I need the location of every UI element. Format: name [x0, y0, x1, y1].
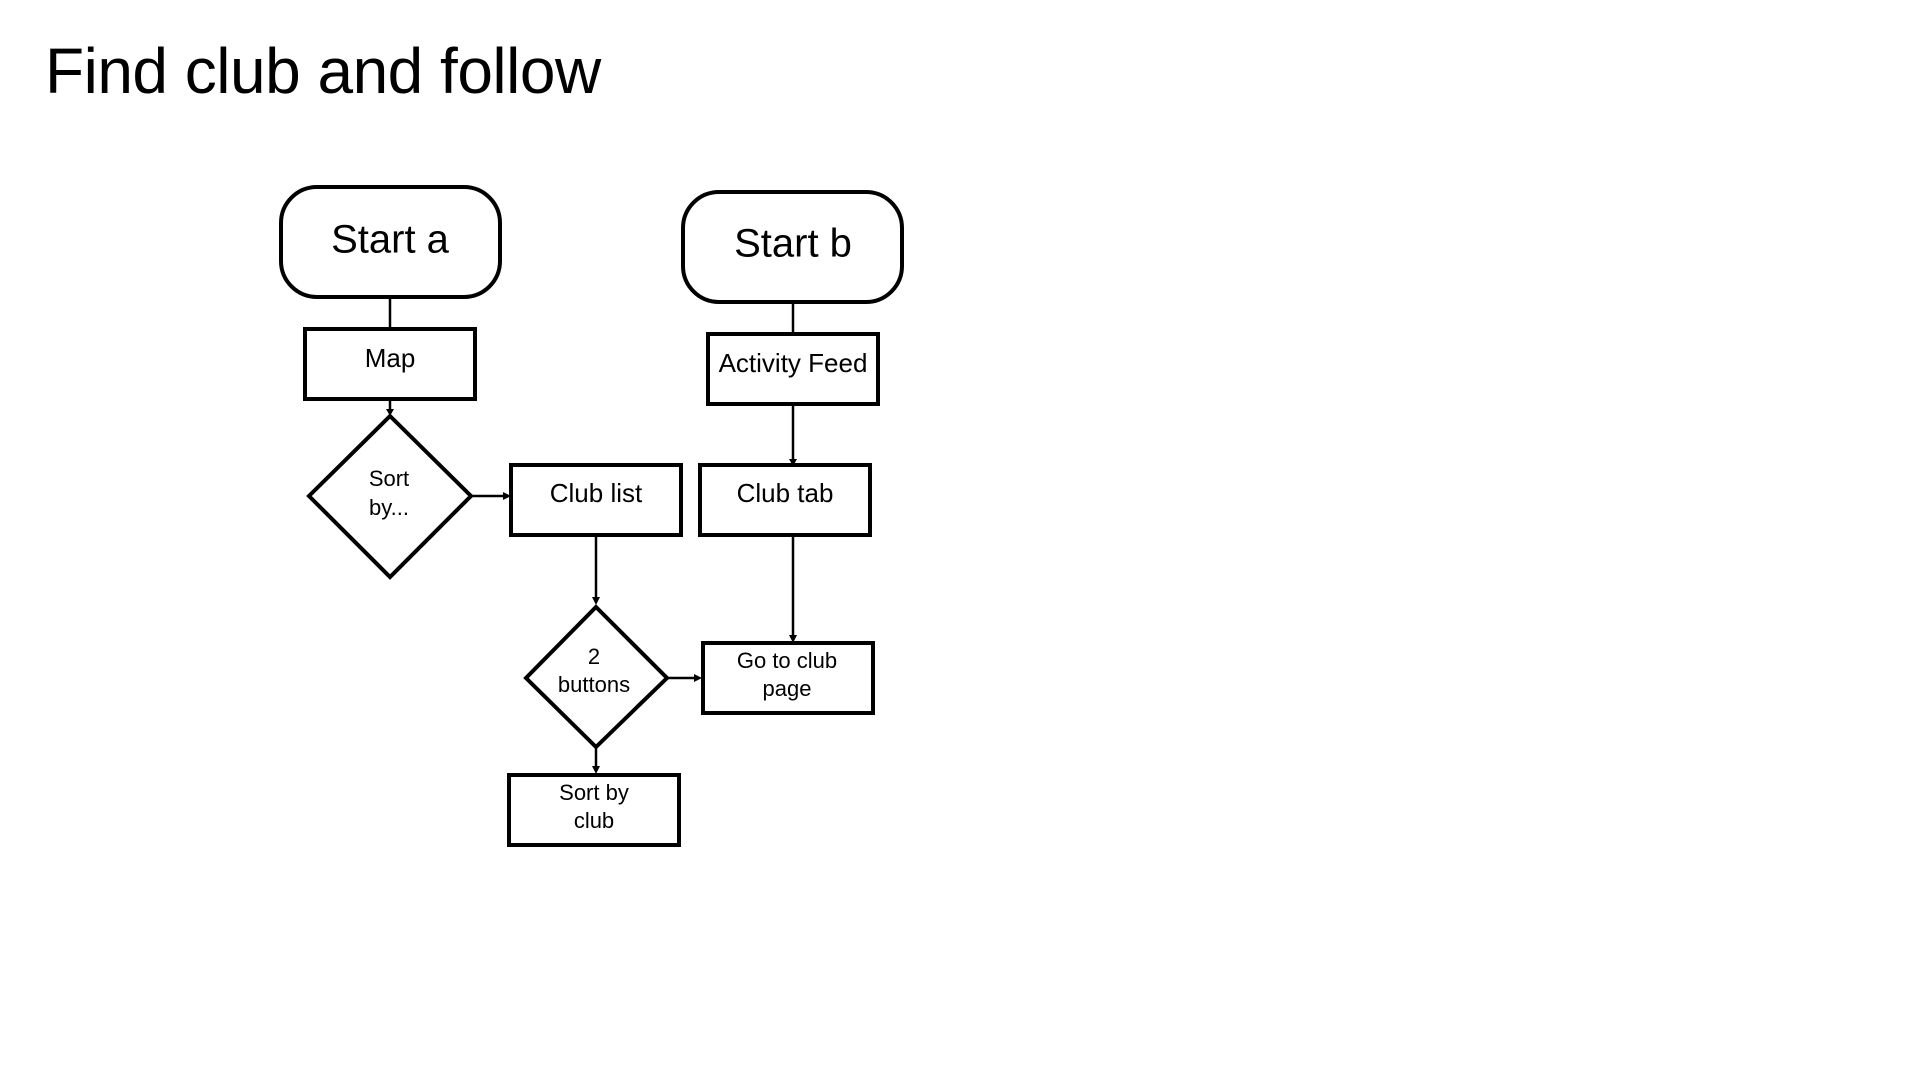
process-shape — [507, 773, 681, 847]
node-map: Map — [303, 327, 477, 401]
node-sort-by-club: Sort by club — [507, 773, 681, 847]
arrowhead — [503, 492, 511, 500]
node-label: Start a — [331, 218, 450, 262]
page-title: Find club and follow — [45, 35, 601, 107]
arrowhead — [694, 674, 702, 682]
connectors — [386, 297, 797, 774]
node-start-a: Start a — [279, 185, 502, 299]
node-label-line-2: club — [574, 808, 614, 833]
arrowhead — [386, 409, 394, 416]
node-go-to-club-page: Go to club page — [701, 641, 875, 715]
arrowhead — [592, 766, 600, 774]
node-label-line-2: page — [763, 676, 812, 701]
node-club-tab: Club tab — [698, 463, 872, 537]
node-label: Club tab — [737, 478, 834, 508]
process-shape — [509, 463, 683, 537]
node-label-line-1: Sort by — [559, 780, 629, 805]
decision-shape — [523, 604, 670, 750]
node-label: Activity Feed — [719, 348, 868, 378]
node-two-buttons: 2 buttons — [523, 604, 670, 750]
node-label: Club list — [550, 478, 643, 508]
node-label-line-2: buttons — [558, 672, 630, 697]
terminator-shape — [279, 185, 502, 299]
node-label-line-1: Sort — [369, 466, 409, 491]
process-shape — [706, 332, 880, 406]
process-shape — [303, 327, 477, 401]
node-label-line-2: by... — [369, 495, 409, 520]
node-activity-feed: Activity Feed — [706, 332, 880, 406]
node-label: Map — [365, 343, 416, 373]
node-label: Start b — [734, 222, 852, 266]
node-label-line-1: 2 — [588, 644, 600, 669]
arrowhead — [789, 459, 797, 466]
terminator-shape — [681, 190, 904, 304]
node-club-list: Club list — [509, 463, 683, 537]
process-shape — [698, 463, 872, 537]
node-label-line-1: Go to club — [737, 648, 837, 673]
node-start-b: Start b — [681, 190, 904, 304]
decision-shape — [306, 413, 474, 580]
arrowhead — [592, 597, 600, 605]
arrowhead — [789, 635, 797, 643]
node-sort-by: Sort by... — [306, 413, 474, 580]
process-shape — [701, 641, 875, 715]
